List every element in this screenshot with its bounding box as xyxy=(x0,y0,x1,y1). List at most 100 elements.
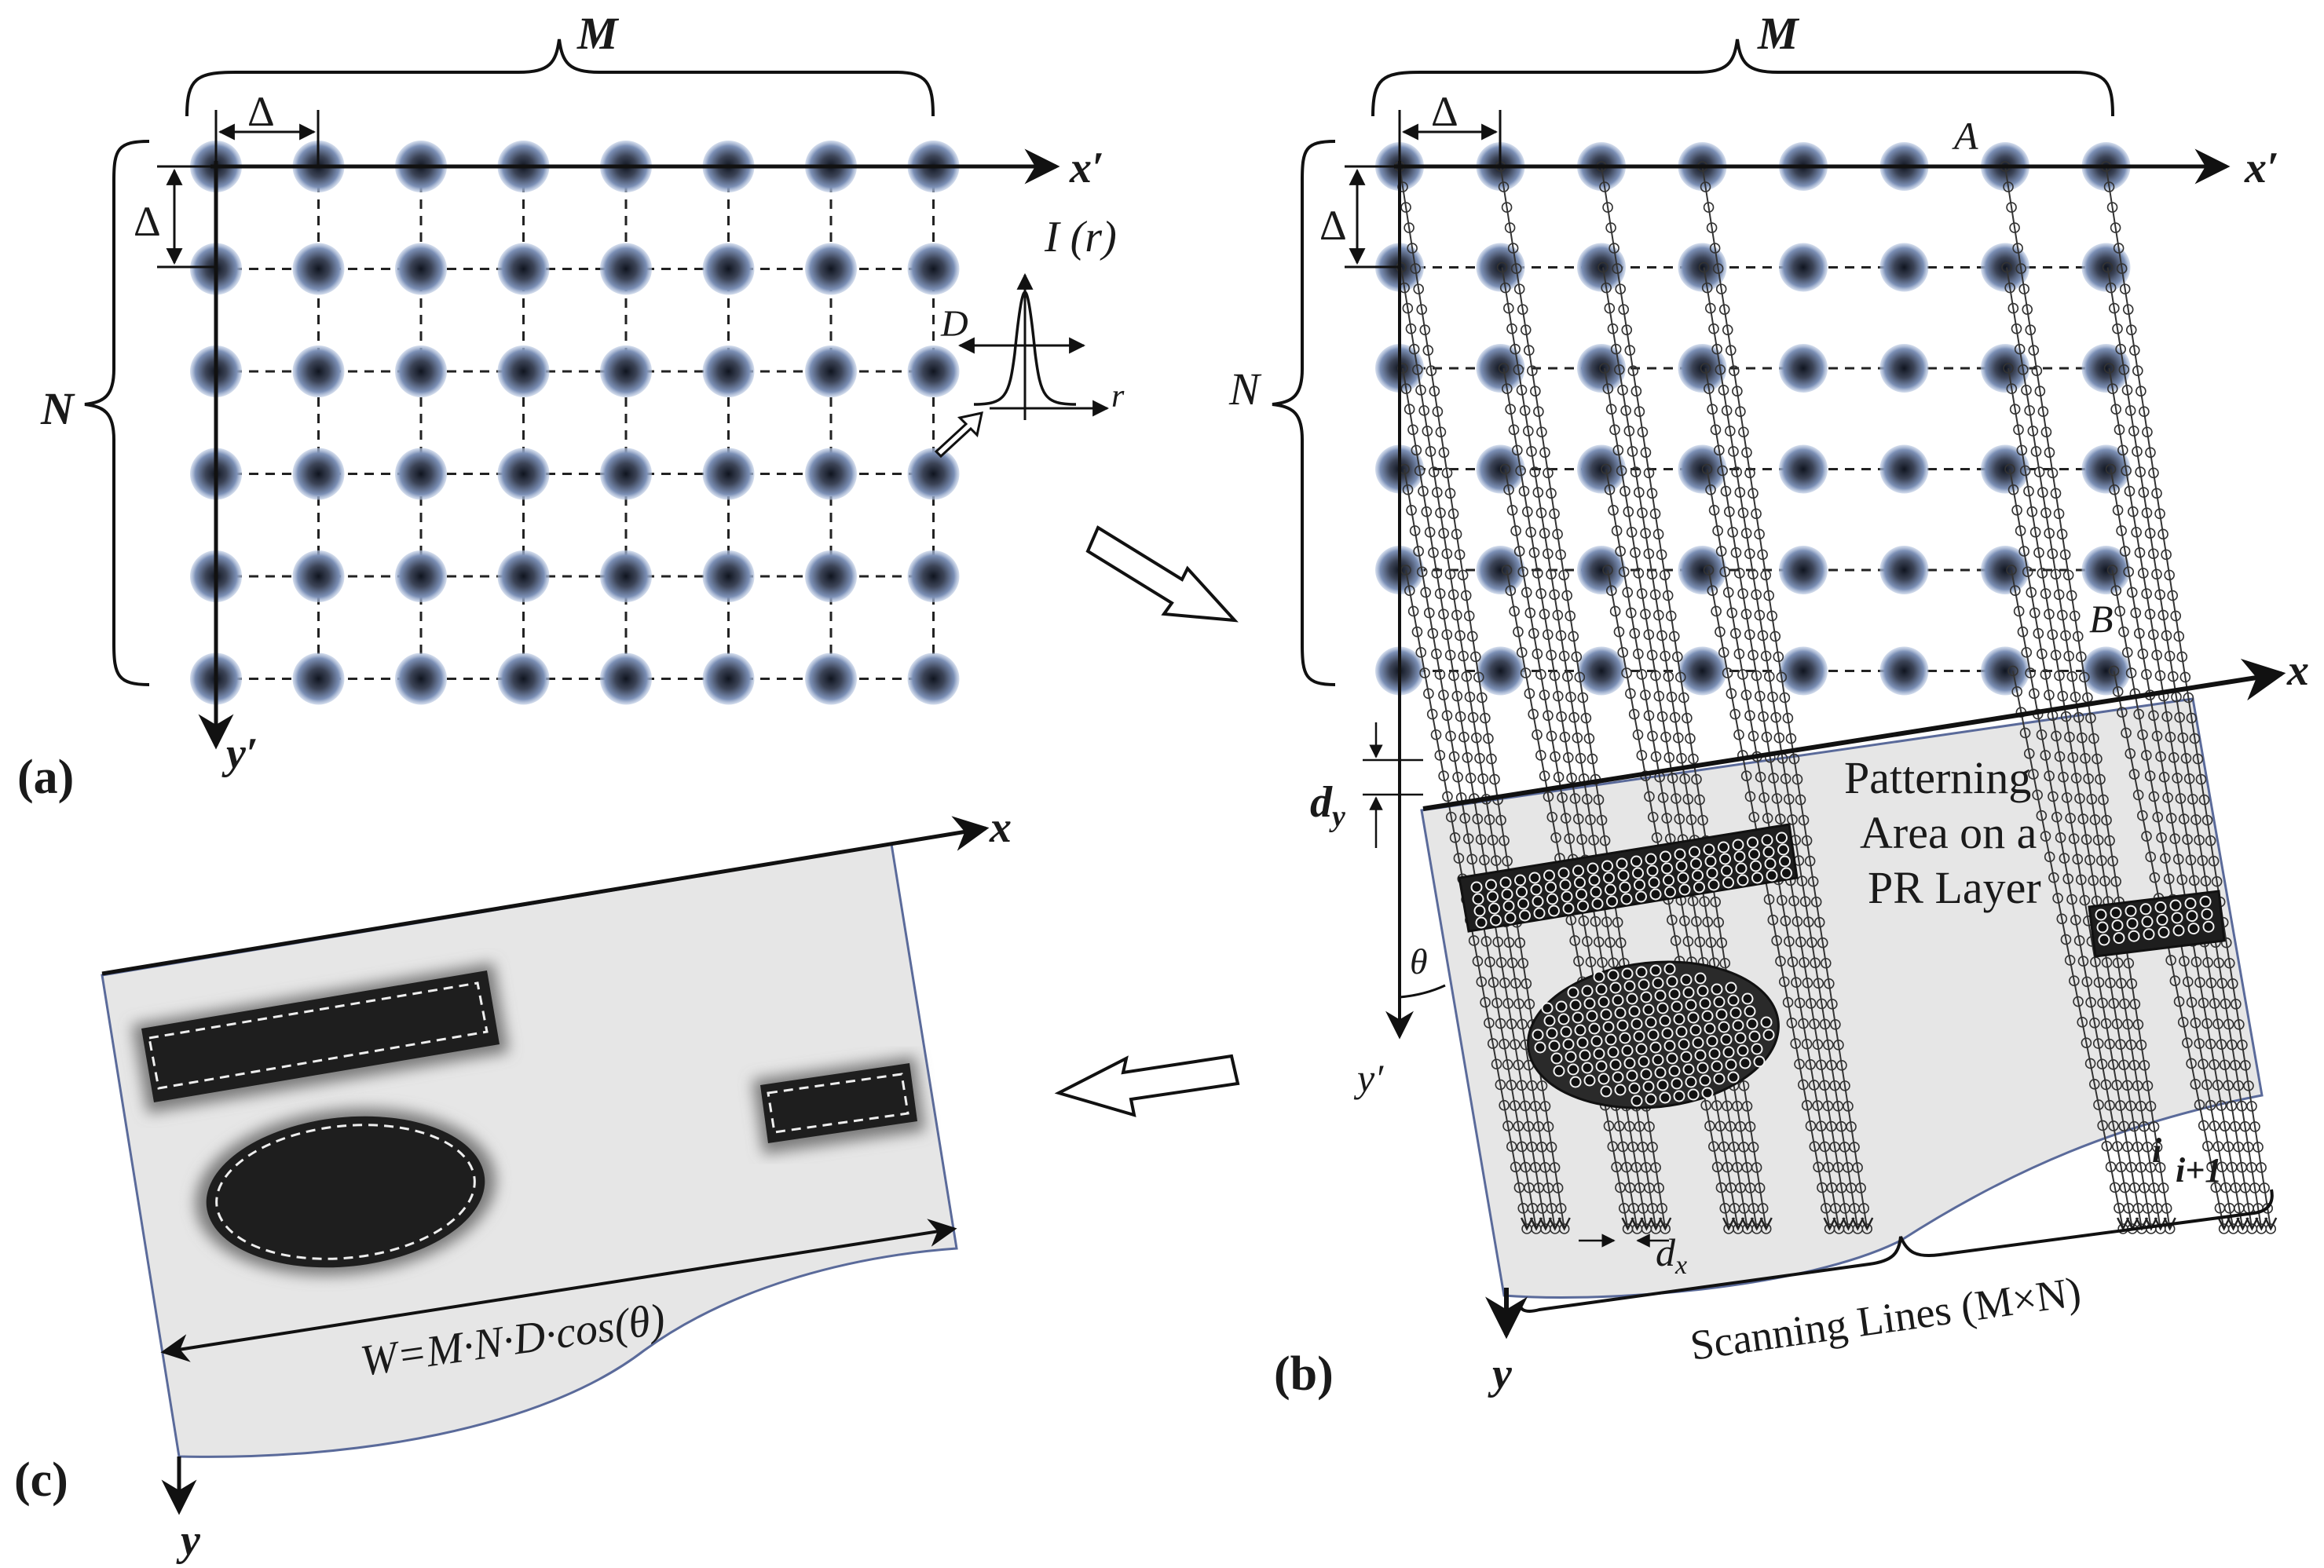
exposure-dot xyxy=(1708,323,1719,334)
exposure-dot xyxy=(2103,363,2115,374)
axis-y-label-c: y xyxy=(176,1516,201,1565)
exposure-dot xyxy=(2186,996,2198,1008)
exposure-dot xyxy=(2169,833,2181,844)
exposure-dot xyxy=(2031,365,2043,376)
exposure-dot xyxy=(1808,1080,1820,1091)
pattern-ellipse-b xyxy=(1527,960,1780,1109)
exposure-dot xyxy=(1535,750,1546,761)
laser-spot xyxy=(1981,344,2029,393)
exposure-dot xyxy=(2072,630,2084,642)
exposure-dot xyxy=(1773,732,1785,744)
exposure-dot xyxy=(2030,446,2042,457)
exposure-dot xyxy=(1625,688,1636,700)
exposure-dot xyxy=(2077,813,2089,824)
exposure-dot xyxy=(1564,833,1576,844)
exposure-dot xyxy=(1707,404,1718,415)
pattern-dot xyxy=(1666,975,1678,988)
exposure-dot xyxy=(1790,1038,1802,1049)
laser-spot xyxy=(1476,344,1525,393)
exposure-dot xyxy=(2198,1120,2209,1131)
exposure-dot xyxy=(2077,956,2089,967)
exposure-dot xyxy=(1712,263,1724,274)
exposure-dot xyxy=(1572,813,1584,824)
exposure-dot xyxy=(1776,671,1788,683)
exposure-dot xyxy=(1647,730,1658,742)
laser-spot xyxy=(1981,646,2029,696)
exposure-dot xyxy=(2141,507,2153,518)
laser-spot xyxy=(395,652,447,705)
pattern-dot xyxy=(1583,1074,1596,1087)
exposure-dot xyxy=(1805,1120,1817,1131)
exposure-dot xyxy=(1585,956,1597,967)
exposure-dot xyxy=(1448,751,1460,762)
exposure-dot xyxy=(1734,487,1746,498)
pattern-dot xyxy=(1678,883,1691,896)
pattern-dot xyxy=(1729,1007,1742,1019)
exposure-dot xyxy=(1798,1018,1809,1029)
exposure-dot xyxy=(2164,650,2176,662)
exposure-dot xyxy=(2190,1018,2201,1029)
pattern-dot xyxy=(1704,1022,1716,1035)
exposure-dot xyxy=(1407,424,1418,436)
exposure-dot xyxy=(1718,385,1729,396)
axis-x-prime-label-a: x′ xyxy=(1069,144,1104,192)
pattern-dot xyxy=(1587,862,1599,875)
exposure-dot xyxy=(2149,872,2161,883)
laser-spot xyxy=(2081,546,2131,594)
exposure-dot xyxy=(1499,282,1511,294)
exposure-dot xyxy=(2056,913,2068,925)
pattern-dot xyxy=(2171,912,2183,924)
exposure-dot xyxy=(2025,324,2037,335)
pattern-dot xyxy=(1713,1073,1726,1085)
exposure-dot xyxy=(1508,424,1520,436)
exposure-dot xyxy=(2144,609,2156,620)
exposure-dot xyxy=(1763,894,1775,905)
exposure-dot xyxy=(1432,487,1443,498)
exposure-dot xyxy=(1718,1141,1729,1153)
exposure-dot xyxy=(1435,507,1446,518)
exposure-dot xyxy=(2216,978,2228,989)
exposure-dot xyxy=(2073,996,2084,1007)
brace-n-label-a: N xyxy=(40,383,75,434)
exposure-dot xyxy=(1562,752,1574,763)
pattern-dot xyxy=(1567,986,1579,999)
exposure-dot xyxy=(2118,1120,2130,1132)
pattern-dot xyxy=(1605,883,1616,896)
exposure-dot xyxy=(2099,875,2110,886)
exposure-dot xyxy=(2062,569,2074,581)
exposure-dot xyxy=(1503,484,1514,495)
pattern-dot xyxy=(1504,912,1517,924)
pattern-dot xyxy=(1725,1058,1737,1071)
exposure-dot xyxy=(1738,426,1749,438)
exposure-dot xyxy=(1539,689,1550,700)
exposure-dot xyxy=(1491,1058,1502,1070)
exposure-dot xyxy=(1730,627,1741,639)
pattern-dot xyxy=(1607,969,1619,981)
pattern-dot xyxy=(1704,855,1717,868)
exposure-dot xyxy=(1806,937,1817,948)
pattern-dot xyxy=(1721,864,1733,877)
exposure-dot xyxy=(1546,649,1557,661)
exposure-dot xyxy=(1444,488,1456,499)
exposure-dot xyxy=(2190,956,2202,967)
exposure-dot xyxy=(1663,752,1675,763)
scan-line-arrowhead xyxy=(1520,1217,1534,1231)
exposure-dot xyxy=(1400,383,1412,394)
exposure-dot xyxy=(1601,282,1612,294)
brace-n-label-b: N xyxy=(1228,364,1262,415)
pattern-dot xyxy=(2095,908,2107,921)
pattern-dot xyxy=(1760,1016,1773,1029)
pattern-dot xyxy=(1661,1027,1674,1040)
scan-line xyxy=(1704,367,1850,1230)
exposure-dot xyxy=(1453,853,1465,864)
pattern-dot xyxy=(1601,860,1613,872)
pattern-dot xyxy=(1671,1000,1683,1013)
pattern-dot xyxy=(1528,872,1541,884)
scan-line-arrowhead xyxy=(2227,1217,2240,1231)
pattern-dot xyxy=(1605,1033,1617,1046)
exposure-dot xyxy=(1682,936,1694,947)
pattern-dot xyxy=(1623,1057,1636,1069)
exposure-dot xyxy=(2172,773,2183,784)
exposure-dot xyxy=(2115,343,2126,355)
pattern-dot xyxy=(1560,1025,1572,1038)
